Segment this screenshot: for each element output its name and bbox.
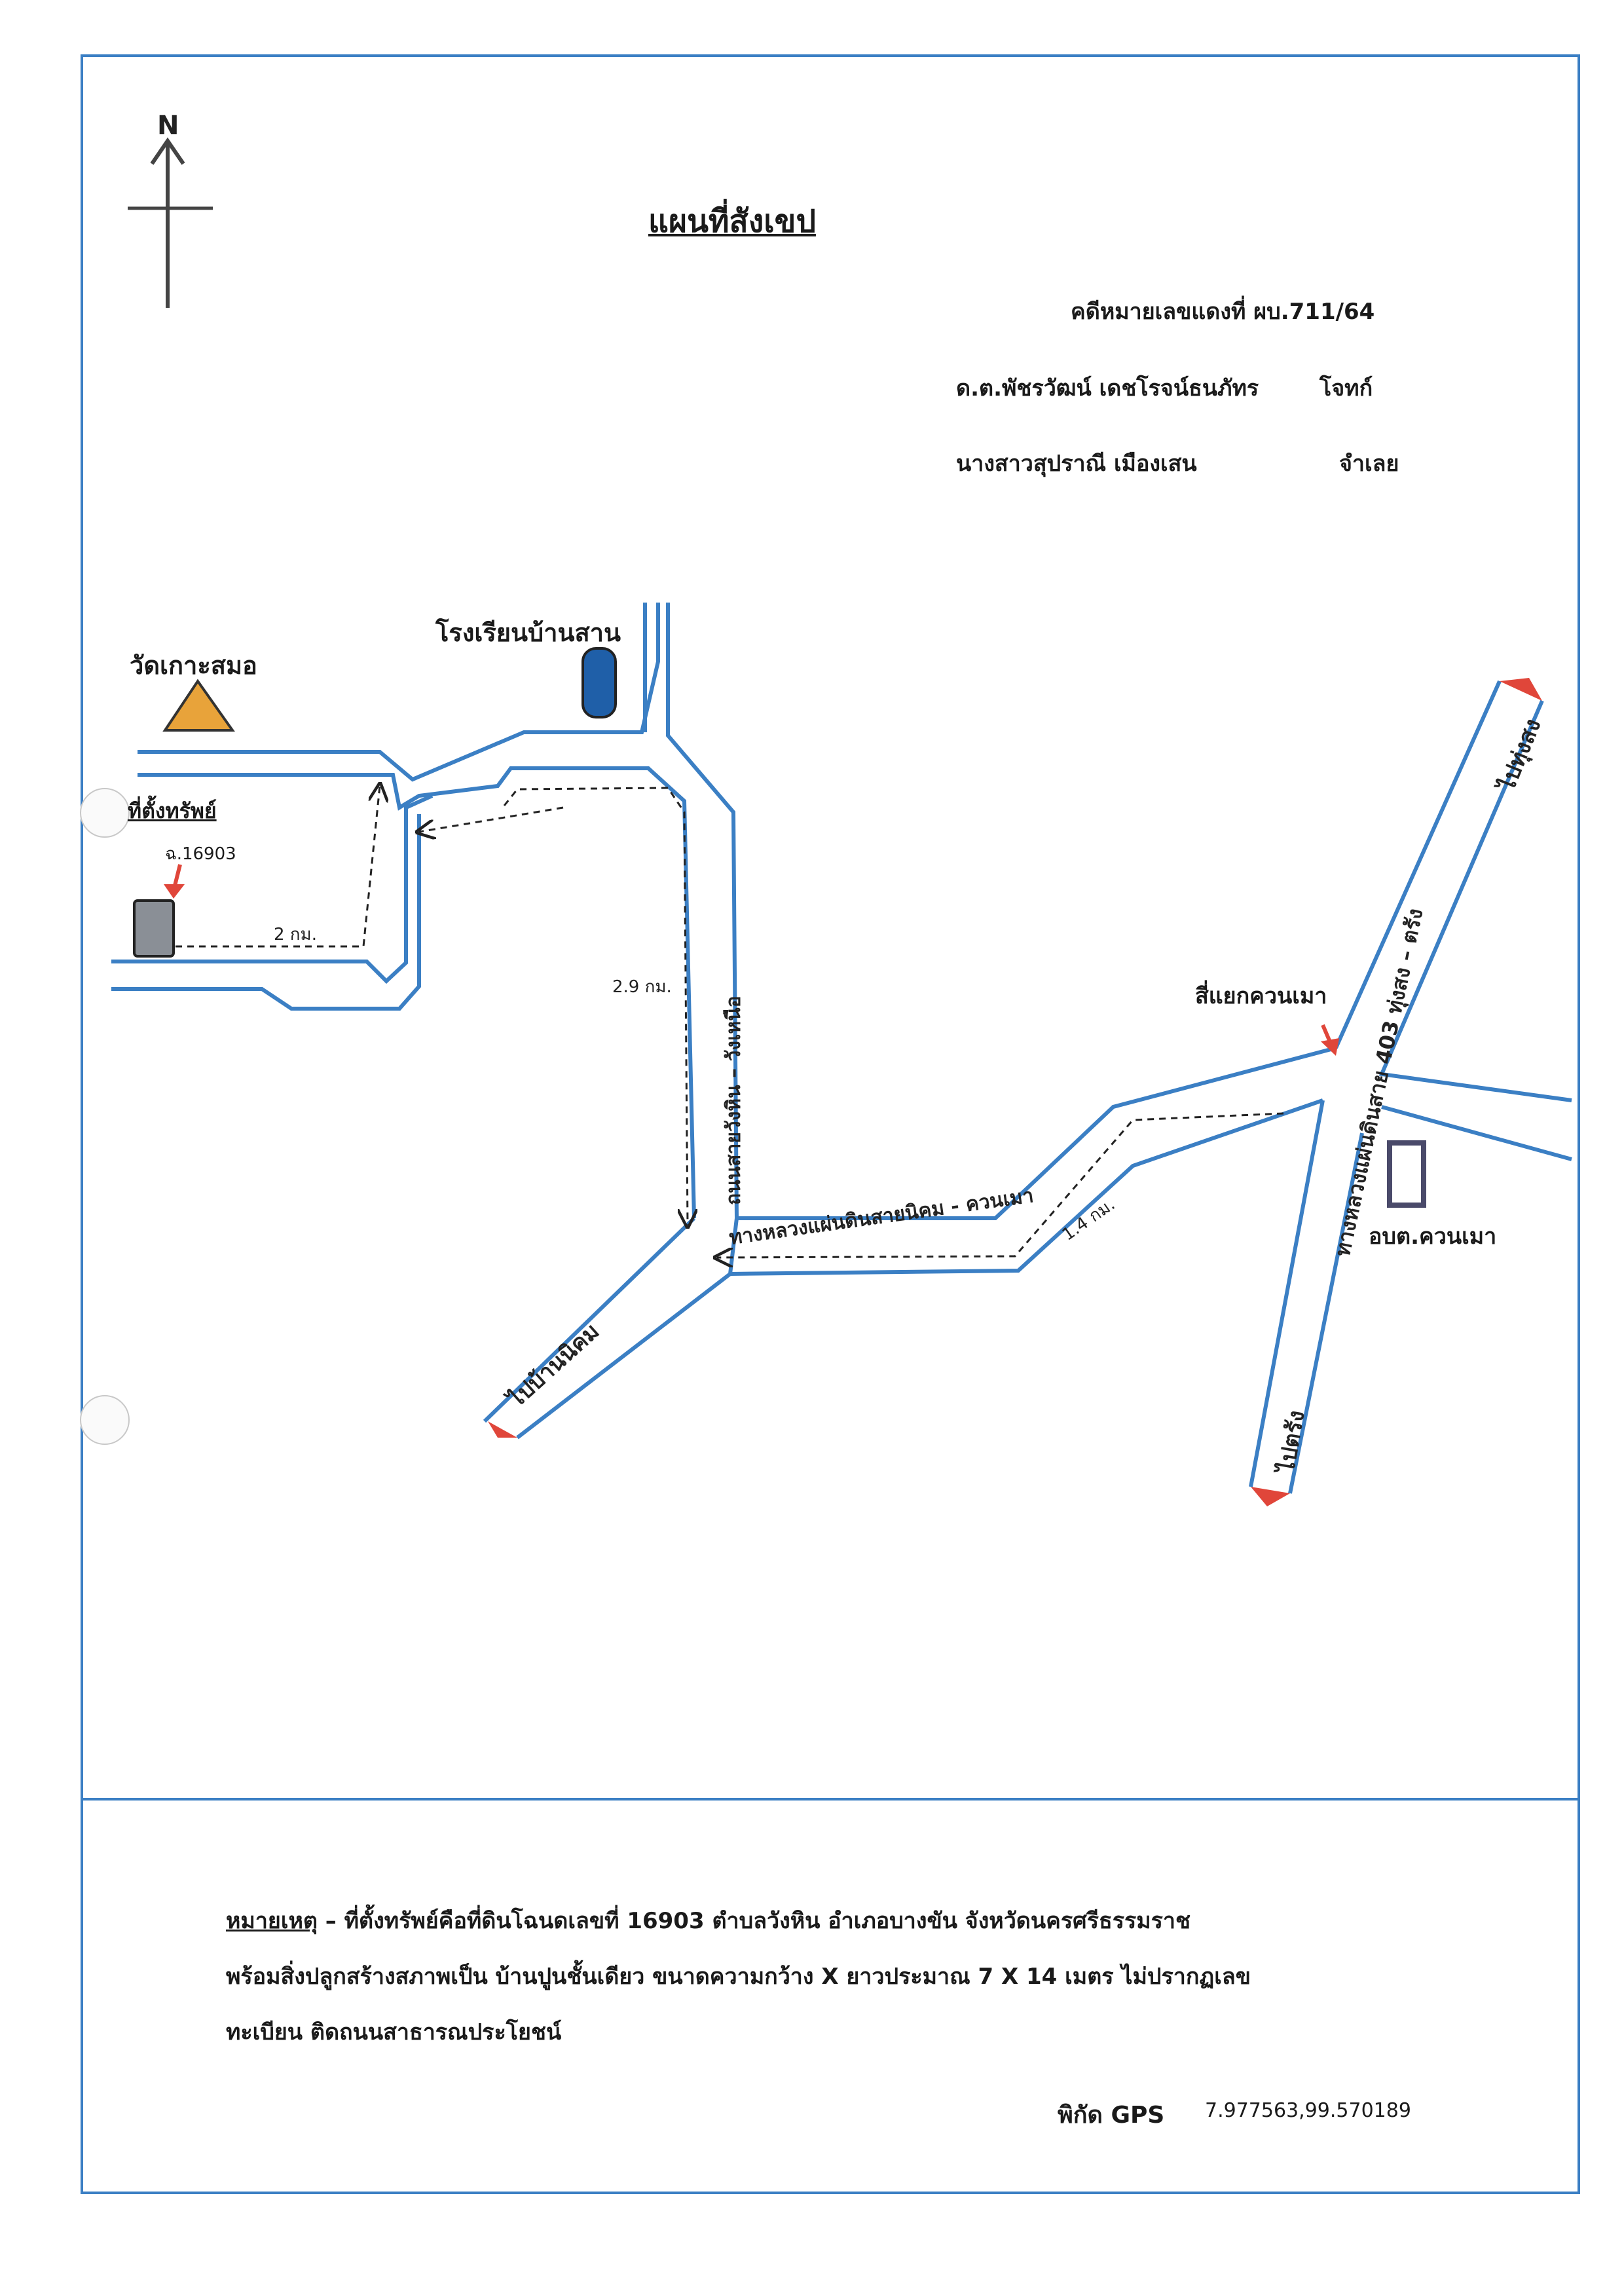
deed-number: ฉ.16903 [165, 844, 236, 864]
note-line-3: ทะเบียน ติดถนนสาธารณประโยชน์ [226, 2019, 562, 2045]
note-line-1: หมายเหตุ – ที่ตั้งทรัพย์คือที่ดินโฉนดเลข… [226, 1903, 1190, 1938]
junction-label: สี่แยกควนเมา [1195, 983, 1327, 1009]
gps-label: พิกัด GPS [1058, 2102, 1165, 2129]
note-text: – ที่ตั้งทรัพย์คือที่ดินโฉนดเลขที่ 16903… [317, 1908, 1191, 1934]
tao-office-icon [1387, 1140, 1426, 1208]
defendant-role: จำเลย [1339, 451, 1399, 477]
road-vertical [483, 603, 739, 1440]
to-thung-song-label: ไปทุ่งสง [1492, 715, 1547, 796]
page-title: แผนที่สังเขป [648, 203, 816, 240]
route-path [164, 786, 1284, 1258]
page-frame [81, 54, 1580, 2194]
to-trang-label: ไปตรัง [1272, 1408, 1310, 1476]
road-left [111, 603, 696, 1219]
school-label: โรงเรียนบ้านสาน [435, 618, 621, 647]
tao-label: อบต.ควนเมา [1369, 1223, 1497, 1250]
distance-label: 2 กม. [274, 925, 317, 944]
punch-hole [80, 788, 130, 838]
temple-icon [162, 679, 235, 732]
property-label: ที่ตั้งทรัพย์ [128, 798, 217, 823]
junction-pointer-head-icon [1321, 1038, 1339, 1056]
distance-label: 1.4 กม. [1059, 1195, 1119, 1245]
section-divider [81, 1798, 1580, 1801]
arrow-to-thung-song-icon [1500, 678, 1542, 701]
svg-text:N: N [157, 111, 179, 141]
to-ban-nikom-label: ไปบ้านนิคม [502, 1318, 604, 1414]
road-vertical-label: ถนนสายวังหิน – วังเหนือ [722, 996, 745, 1205]
plaintiff-name: ด.ต.พัชรวัฒน์ เดชโรจน์ธนภัทร [956, 375, 1259, 401]
road-highway-nikom [729, 1046, 1337, 1276]
note-line-2: พร้อมสิ่งปลูกสร้างสภาพเป็น บ้านปูนชั้นเด… [226, 1964, 1251, 1990]
road-highway-403 [1249, 680, 1572, 1494]
distance-label: 2.9 กม. [612, 977, 672, 997]
note-label: หมายเหตุ [226, 1908, 318, 1934]
arrow-to-trang-icon [1251, 1487, 1290, 1506]
arrow-to-ban-nikom-icon [488, 1421, 517, 1438]
plaintiff-role: โจทก์ [1320, 375, 1373, 401]
property-marker-icon [133, 899, 175, 958]
school-icon [581, 647, 617, 718]
temple-label: วัดเกาะสมอ [130, 651, 257, 680]
punch-hole [80, 1395, 130, 1445]
gps-value: 7.977563,99.570189 [1205, 2099, 1411, 2122]
case-number: คดีหมายเลขแดงที่ ผบ.711/64 [1071, 299, 1375, 325]
property-pointer-head-icon [164, 884, 185, 899]
defendant-name: นางสาวสุปราณี เมืองเสน [956, 451, 1197, 477]
north-arrow-icon: N [128, 111, 213, 308]
